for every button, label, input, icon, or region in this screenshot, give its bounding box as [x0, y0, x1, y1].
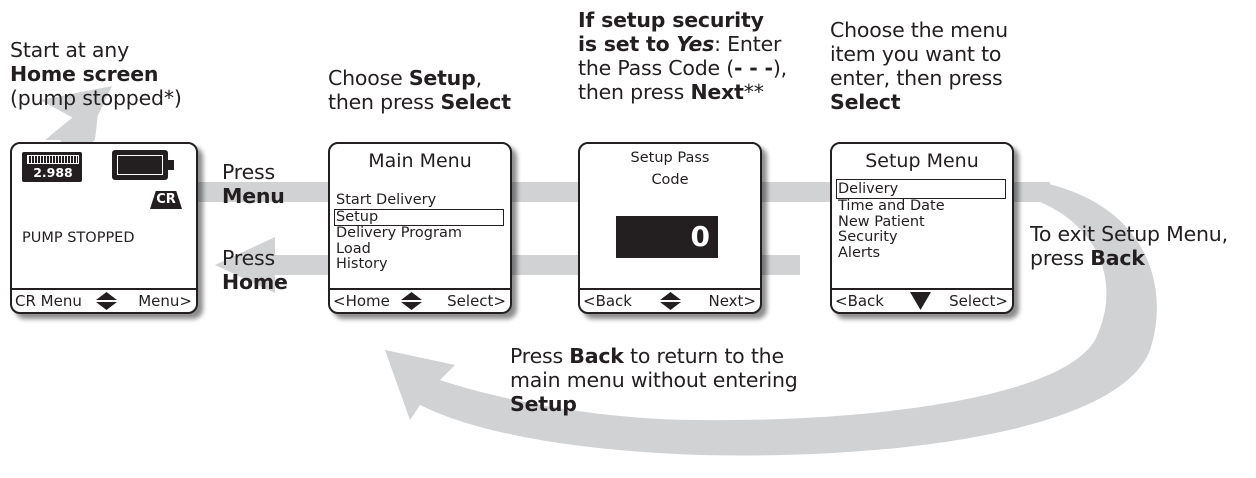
home-softkeys: CR Menu Menu> [12, 288, 196, 312]
caption-press-home: Press Home [222, 246, 288, 294]
menu-item-start-delivery[interactable]: Start Delivery [336, 192, 437, 208]
main-menu-list: Start Delivery Setup Delivery Program Lo… [330, 192, 510, 273]
pass-code-screen: Setup Pass Code 0 <Back Next> [578, 142, 762, 314]
menu-item-delivery[interactable]: Delivery [836, 179, 1006, 199]
pass-code-softkeys: <Back Next> [580, 288, 760, 312]
caption-exit: To exit Setup Menu, press Back [1030, 222, 1228, 270]
menu-item-setup[interactable]: Setup [334, 208, 504, 226]
setup-menu-softkeys: <Back Select> [832, 288, 1012, 312]
up-down-arrows-icon [401, 292, 422, 310]
caption-step2: Choose Setup, then press Select [328, 66, 511, 114]
back-softkey[interactable]: <Back [835, 292, 884, 310]
cr-badge: CR [150, 191, 182, 209]
select-softkey[interactable]: Select> [447, 292, 506, 310]
menu-item-security[interactable]: Security [838, 229, 898, 245]
setup-menu-title: Setup Menu [865, 150, 979, 172]
select-softkey[interactable]: Select> [949, 292, 1008, 310]
pass-code-title-line2: Code [651, 172, 689, 188]
menu-softkey[interactable]: Menu> [138, 292, 192, 310]
menu-item-alerts[interactable]: Alerts [838, 244, 881, 261]
menu-item-load[interactable]: Load [336, 240, 371, 257]
caption-step4: Choose the menu item you want to enter, … [830, 18, 1008, 114]
volume-text: 2.988 ml [33, 165, 73, 195]
up-down-arrows-icon [660, 292, 681, 310]
back-softkey[interactable]: <Back [583, 292, 632, 310]
menu-item-history[interactable]: History [336, 256, 388, 272]
menu-item-new-patient[interactable]: New Patient [838, 213, 925, 230]
menu-item-time-and-date[interactable]: Time and Date [838, 198, 945, 214]
main-menu-title: Main Menu [368, 150, 472, 172]
pump-status: PUMP STOPPED [22, 230, 135, 246]
battery-icon [112, 150, 174, 180]
pass-code-title-line1: Setup Pass [630, 150, 710, 166]
caption-back: Press Back to return to the main menu wi… [510, 344, 798, 416]
up-arrow-head [40, 86, 112, 128]
up-down-arrows-icon [96, 292, 117, 310]
setup-menu-screen: Setup Menu Delivery Time and Date New Pa… [830, 142, 1014, 314]
loop-arrow [385, 182, 1157, 456]
setup-menu-list: Delivery Time and Date New Patient Secur… [832, 179, 1012, 261]
volume-gauge-icon [27, 155, 79, 164]
main-menu-softkeys: <Home Select> [330, 288, 510, 312]
cr-menu-softkey[interactable]: CR Menu [15, 292, 82, 310]
caption-step3: If setup security is set to Yes: Enter t… [578, 8, 787, 104]
next-softkey[interactable]: Next> [708, 292, 756, 310]
return-arrow-head [215, 237, 275, 293]
down-arrow-icon [910, 292, 931, 310]
caption-press-menu: Press Menu [222, 160, 285, 208]
volume-indicator: 2.988 ml [22, 152, 82, 195]
main-menu-screen: Main Menu Start Delivery Setup Delivery … [328, 142, 512, 314]
pass-code-field[interactable]: 0 [616, 216, 718, 258]
home-softkey[interactable]: <Home [333, 292, 390, 310]
caption-step1: Start at any Home screen (pump stopped*) [10, 38, 182, 110]
home-screen: 2.988 ml CR PUMP STOPPED CR Menu Menu> [10, 142, 198, 314]
menu-item-delivery-program[interactable]: Delivery Program [336, 225, 462, 241]
